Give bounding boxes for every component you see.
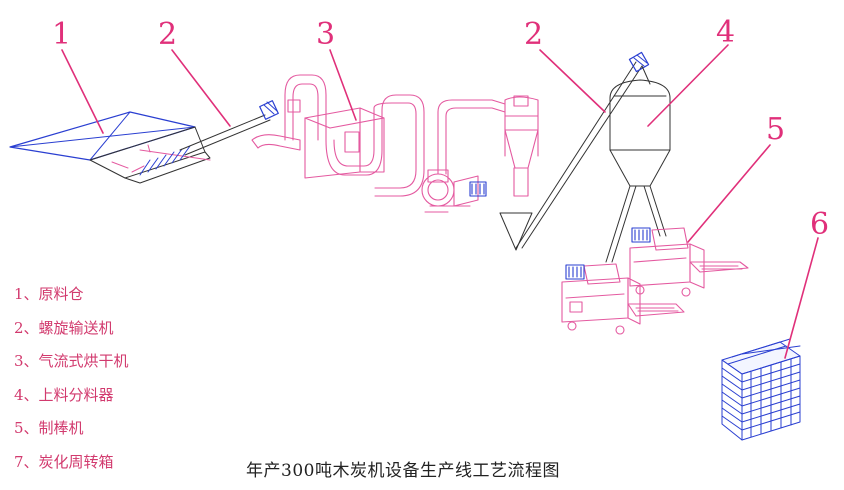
callout-2-right: 2 xyxy=(524,17,543,52)
raw-material-bin xyxy=(9,111,211,184)
legend-item: 4、上料分料器 xyxy=(14,385,114,404)
rod-machine-front xyxy=(561,263,685,335)
legend-item: 5、制棒机 xyxy=(14,419,84,437)
diagram-caption: 年产300吨木炭机设备生产线工艺流程图 xyxy=(246,461,560,481)
fan-motor xyxy=(469,181,487,197)
carbonization-turnover-box xyxy=(721,338,801,441)
callout-5: 5 xyxy=(766,112,785,147)
callout-numbers: 1 2 3 2 4 5 6 xyxy=(52,15,829,242)
rod-machine-motors xyxy=(565,227,651,280)
legend-item: 3、气流式烘干机 xyxy=(14,352,129,370)
callout-1: 1 xyxy=(52,17,71,52)
legend-item: 7、炭化周转箱 xyxy=(14,452,114,471)
legend-list: 1、原料仓 2、螺旋输送机 3、气流式烘干机 4、上料分料器 5、制棒机 7、炭… xyxy=(14,284,129,485)
flash-dryer xyxy=(251,74,539,213)
rod-machine-back xyxy=(629,227,749,297)
callout-4: 4 xyxy=(716,15,735,50)
feeder-distributor xyxy=(605,79,671,263)
callout-3: 3 xyxy=(316,17,335,52)
leader-lines xyxy=(61,44,819,359)
legend-item: 1、原料仓 xyxy=(14,285,84,303)
screw-conveyor-left xyxy=(179,100,279,156)
legend-item: 2、螺旋输送机 xyxy=(14,318,114,337)
callout-2-left: 2 xyxy=(158,17,177,52)
callout-6: 6 xyxy=(810,207,829,242)
